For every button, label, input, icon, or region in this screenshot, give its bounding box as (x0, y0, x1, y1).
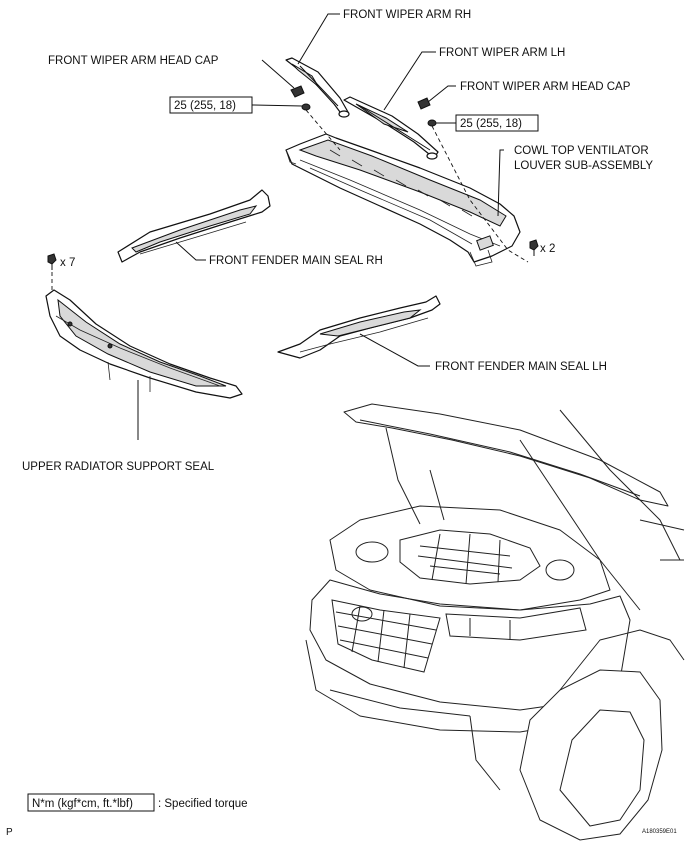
dash-pivot-left (305, 109, 341, 151)
label-cowl-line1: COWL TOP VENTILATOR (514, 145, 649, 157)
torque-legend: N*m (kgf*cm, ft.*lbf) : Specified torque (27, 793, 248, 812)
clip-count-x2: x 2 (540, 243, 555, 255)
label-front-wiper-arm-lh: FRONT WIPER ARM LH (439, 47, 565, 59)
legend-description: : Specified torque (158, 798, 248, 810)
legend-box-text: N*m (kgf*cm, ft.*lbf) (32, 798, 133, 810)
label-radiator-seal: UPPER RADIATOR SUPPORT SEAL (22, 461, 215, 473)
label-head-cap-right: FRONT WIPER ARM HEAD CAP (460, 81, 631, 93)
front-fender-main-seal-rh (117, 189, 271, 263)
leader-cowl (497, 149, 504, 217)
torque-box-left: 25 (255, 18) (169, 96, 253, 114)
label-fender-seal-rh: FRONT FENDER MAIN SEAL RH (209, 255, 383, 267)
torque-box-right: 25 (255, 18) (455, 114, 539, 132)
leader-torque-left (251, 104, 303, 107)
leader-wiper-arm-lh (383, 51, 436, 111)
footer-left-mark: P (6, 827, 13, 838)
leader-fender-seal-lh (359, 333, 430, 367)
torque-value-left: 25 (255, 18) (174, 100, 236, 112)
upper-radiator-support-seal (45, 289, 243, 399)
dash-pivot-right (431, 125, 529, 263)
front-wiper-arm-rh (285, 57, 350, 118)
leader-fender-seal-rh (175, 241, 206, 261)
vehicle-illustration (305, 403, 685, 841)
figure-id: A180359E01 (642, 829, 677, 835)
cowl-top-ventilator-louver (285, 133, 521, 267)
label-fender-seal-lh: FRONT FENDER MAIN SEAL LH (435, 361, 607, 373)
label-front-wiper-arm-rh: FRONT WIPER ARM RH (343, 9, 471, 21)
label-cowl-line2: LOUVER SUB-ASSEMBLY (514, 160, 653, 172)
front-wiper-arm-lh (343, 96, 439, 160)
clip-icon-x2 (529, 239, 539, 256)
leader-head-cap-left (261, 59, 295, 89)
front-fender-main-seal-lh (277, 295, 441, 359)
head-cap-right (417, 97, 437, 127)
leader-wiper-arm-rh (297, 13, 340, 65)
clip-count-x7: x 7 (60, 257, 75, 269)
torque-value-right: 25 (255, 18) (460, 118, 522, 130)
leader-head-cap-right (427, 85, 456, 103)
clip-icon-x7 (47, 253, 57, 270)
label-head-cap-left: FRONT WIPER ARM HEAD CAP (48, 55, 219, 67)
